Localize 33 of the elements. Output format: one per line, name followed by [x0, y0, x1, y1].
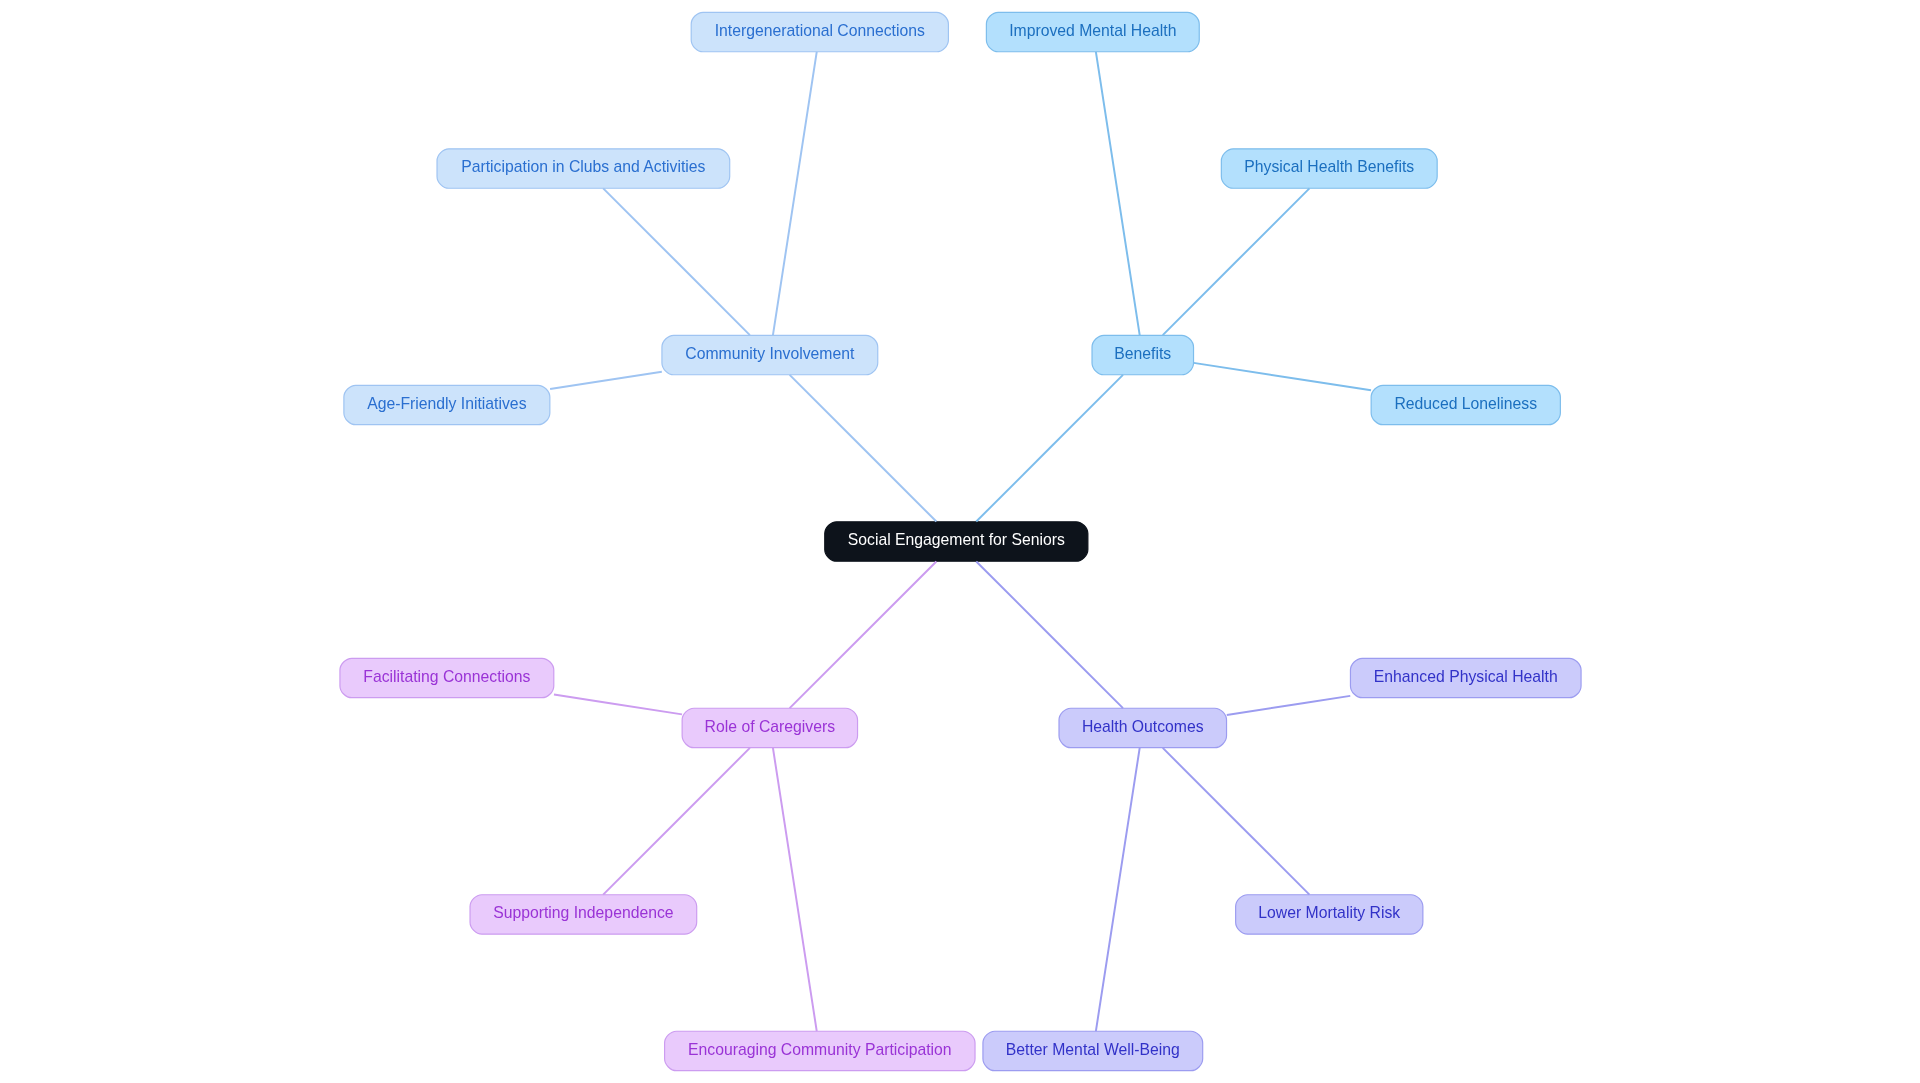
- connector: [1225, 694, 1351, 716]
- node-box: Lower Mortality Risk: [1234, 894, 1423, 935]
- connector: [1094, 50, 1141, 337]
- node-box: Social Engagement for Seniors: [823, 521, 1088, 562]
- connector: [771, 50, 818, 337]
- node-box: Community Involvement: [660, 334, 878, 376]
- connector: [1161, 187, 1310, 337]
- connector: [552, 693, 683, 716]
- connector: [548, 370, 663, 390]
- node-box: Physical Health Benefits: [1220, 148, 1438, 189]
- node-box: Supporting Independence: [468, 894, 697, 935]
- node-box: Enhanced Physical Health: [1349, 657, 1582, 699]
- connector: [1094, 746, 1141, 1033]
- node-box: Better Mental Well-Being: [981, 1030, 1203, 1072]
- connector: [771, 746, 818, 1033]
- connector: [788, 560, 937, 710]
- node-box: Improved Mental Health: [985, 11, 1200, 53]
- connector: [1161, 746, 1310, 896]
- connector: [974, 373, 1124, 523]
- connector: [788, 373, 937, 523]
- node-box: Participation in Clubs and Activities: [435, 148, 730, 189]
- connector: [974, 560, 1124, 710]
- node-box: Benefits: [1090, 334, 1194, 376]
- connector: [601, 746, 751, 896]
- node-box: Role of Caregivers: [681, 707, 858, 749]
- node-box: Intergenerational Connections: [690, 11, 949, 53]
- node-box: Facilitating Connections: [338, 657, 554, 699]
- node-box: Reduced Loneliness: [1370, 384, 1561, 426]
- node-box: Health Outcomes: [1057, 707, 1227, 749]
- connector: [601, 187, 751, 337]
- node-box: Age-Friendly Initiatives: [342, 384, 550, 426]
- node-box: Encouraging Community Participation: [663, 1030, 976, 1072]
- connector: [1192, 361, 1372, 392]
